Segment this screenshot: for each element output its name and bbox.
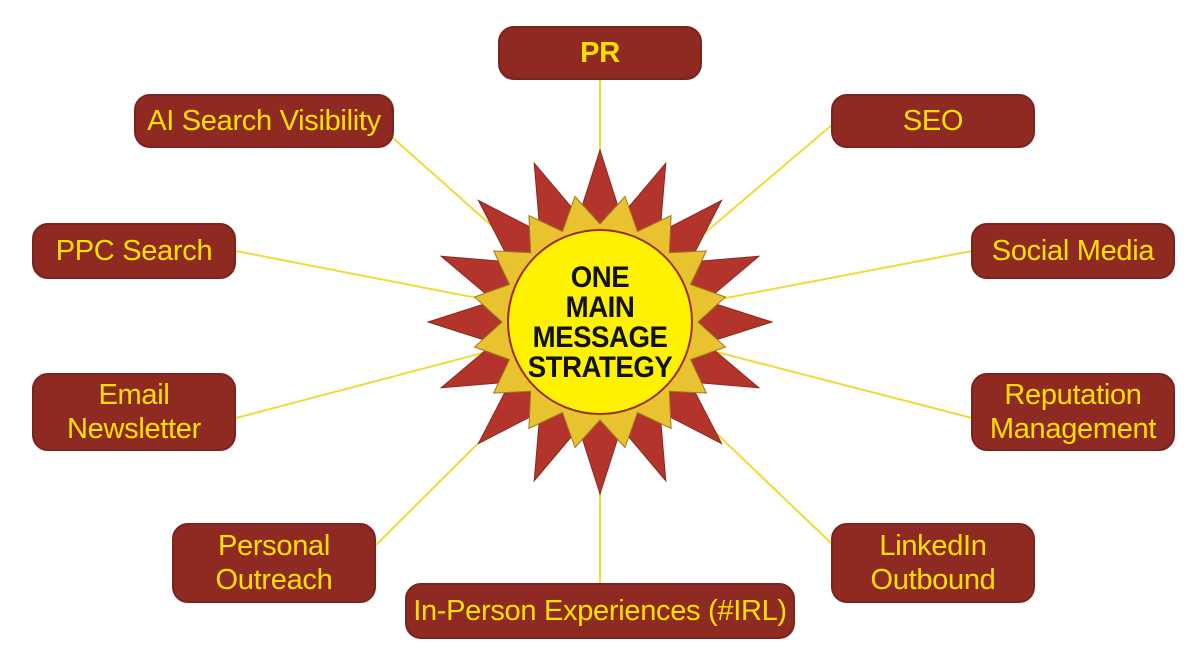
connector-line-social-media [693, 250, 973, 306]
node-seo[interactable]: SEO [831, 94, 1035, 148]
node-email-newsletter[interactable]: Email Newsletter [32, 373, 236, 451]
node-social-media[interactable]: Social Media [971, 223, 1175, 279]
connector-line-reputation-management [691, 344, 973, 419]
node-reputation-management[interactable]: Reputation Management [971, 373, 1175, 451]
connector-line-email-newsletter [235, 345, 509, 419]
node-personal-outreach[interactable]: Personal Outreach [172, 523, 376, 603]
sun-core-circle [507, 229, 693, 415]
center-label: ONE MAIN MESSAGE STRATEGY [527, 261, 673, 384]
node-ai-search-visibility[interactable]: AI Search Visibility [134, 94, 394, 148]
connector-line-ppc-search [235, 250, 507, 305]
node-ppc-search[interactable]: PPC Search [32, 223, 236, 279]
node-linkedin-outbound[interactable]: LinkedIn Outbound [831, 523, 1035, 603]
node-in-person-experiences[interactable]: In-Person Experiences (#IRL) [405, 583, 795, 639]
node-pr[interactable]: PR [498, 26, 702, 80]
